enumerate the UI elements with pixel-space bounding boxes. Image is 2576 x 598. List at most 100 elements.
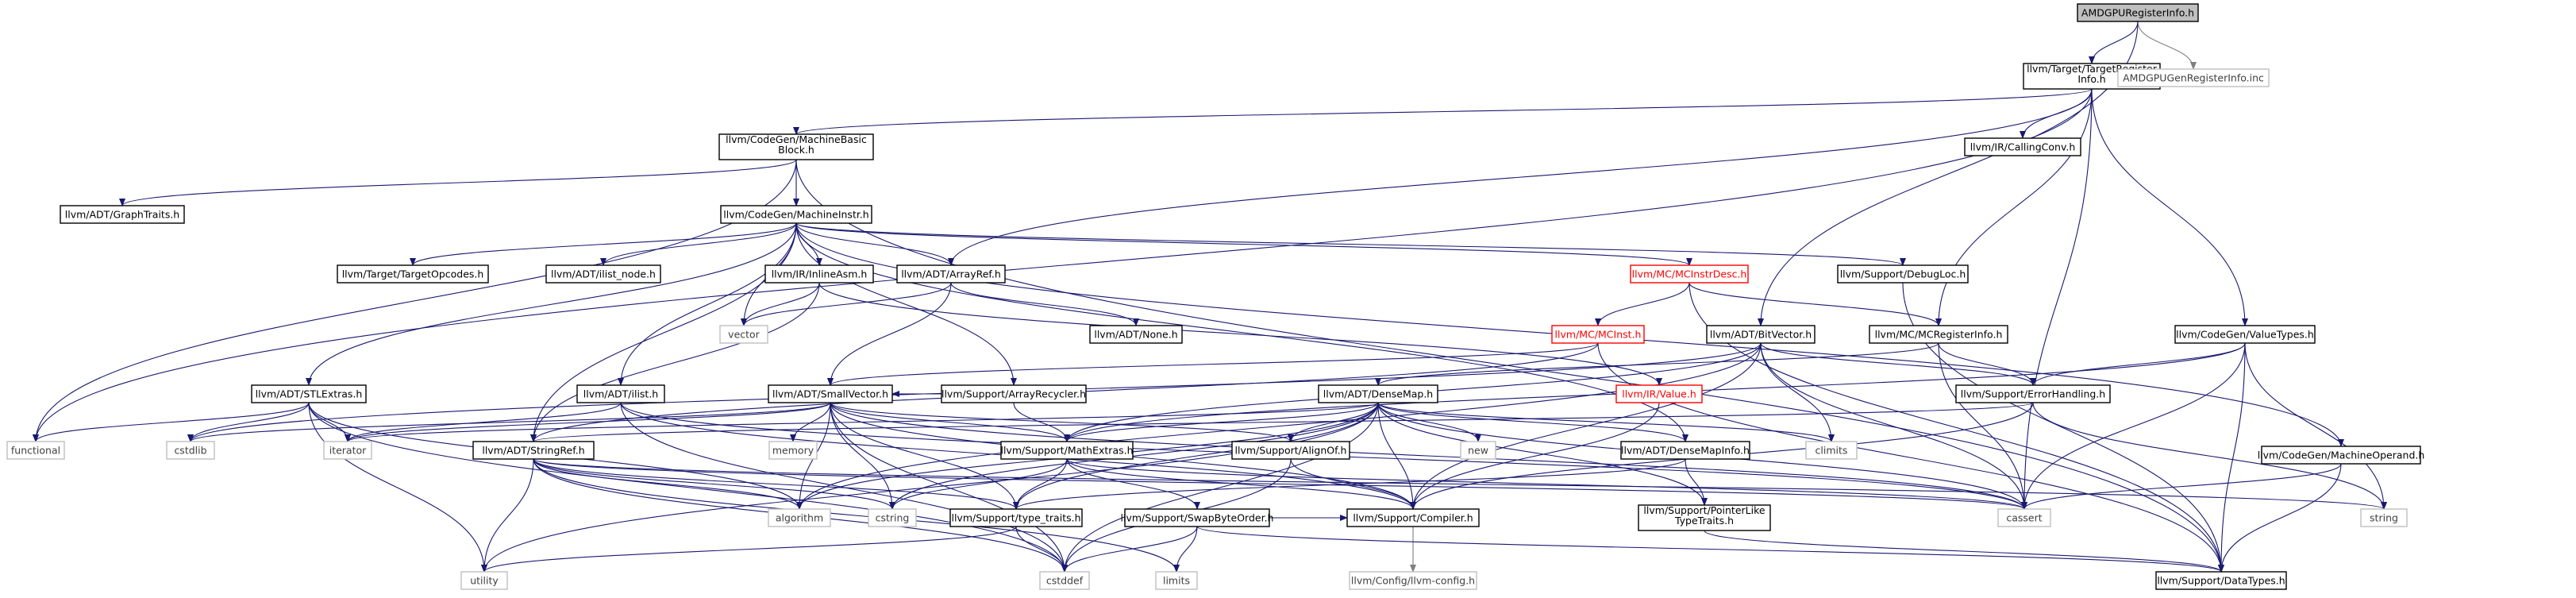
node-label: llvm/Support/Compiler.h bbox=[1353, 512, 1473, 524]
node-box bbox=[2155, 571, 2287, 590]
node-box bbox=[472, 441, 595, 460]
node-box bbox=[1155, 571, 1198, 590]
edge-smallvector-to-mathextras bbox=[830, 402, 1070, 442]
edge-bitvector-to-algorithm bbox=[796, 342, 1762, 510]
node-densemapinfo[interactable]: llvm/ADT/DenseMapInfo.h bbox=[1620, 441, 1750, 460]
node-mcinstrdesc[interactable]: llvm/MC/MCInstrDesc.h bbox=[1630, 264, 1749, 284]
node-label: cassert bbox=[2006, 512, 2042, 524]
node-label: functional bbox=[11, 445, 60, 457]
node-inlineasm[interactable]: llvm/IR/InlineAsm.h bbox=[764, 264, 874, 284]
edge-mcinstrdesc-to-mcreginfo bbox=[1688, 282, 1942, 326]
node-label: llvm/Support/DebugLoc.h bbox=[1840, 268, 1966, 280]
edge-arrayref-to-none bbox=[950, 282, 1139, 326]
node-box bbox=[1349, 571, 1477, 590]
node-box bbox=[1805, 441, 1858, 460]
edge-densemap-to-compiler bbox=[1377, 402, 1416, 510]
node-box bbox=[768, 508, 831, 527]
node-irvalue[interactable]: llvm/IR/Value.h bbox=[1615, 384, 1703, 403]
node-utility: utility bbox=[460, 571, 508, 590]
node-box bbox=[1346, 508, 1480, 527]
node-datatypes[interactable]: llvm/Support/DataTypes.h bbox=[2155, 571, 2287, 590]
node-valuetypes[interactable]: llvm/CodeGen/ValueTypes.h bbox=[2174, 325, 2316, 344]
node-label: llvm/ADT/ilist_node.h bbox=[551, 268, 656, 280]
node-arrayref[interactable]: llvm/ADT/ArrayRef.h bbox=[896, 264, 1006, 284]
node-callconv[interactable]: llvm/IR/CallingConv.h bbox=[1964, 137, 2081, 156]
node-box bbox=[768, 441, 818, 460]
edge-mcinst-to-smallvector bbox=[827, 342, 1599, 386]
node-label: llvm/MC/MCInst.h bbox=[1555, 329, 1642, 341]
node-stringref[interactable]: llvm/ADT/StringRef.h bbox=[472, 441, 595, 460]
node-box bbox=[720, 205, 872, 224]
node-smallvector[interactable]: llvm/ADT/SmallVector.h bbox=[768, 384, 893, 403]
node-mathextras[interactable]: llvm/Support/MathExtras.h bbox=[1000, 441, 1134, 460]
edge-stringref-to-algorithm bbox=[533, 458, 803, 510]
node-minstr[interactable]: llvm/CodeGen/MachineInstr.h bbox=[720, 205, 872, 224]
edge-mathextras-to-compiler bbox=[1066, 458, 1416, 510]
node-box bbox=[460, 571, 508, 590]
edge-stringref-to-cassert bbox=[533, 458, 2027, 510]
edge-mcinstrdesc-to-mcinst bbox=[1595, 282, 1690, 326]
node-box bbox=[576, 384, 665, 403]
edge-densemap-to-iterator bbox=[345, 402, 1379, 442]
node-swapbyte[interactable]: llvm/Support/SwapByteOrder.h bbox=[1121, 508, 1274, 527]
node-label: algorithm bbox=[776, 512, 823, 524]
edge-stringref-to-limits bbox=[533, 458, 1180, 573]
node-none[interactable]: llvm/ADT/None.h bbox=[1089, 325, 1183, 344]
node-mcinst[interactable]: llvm/MC/MCInst.h bbox=[1551, 325, 1645, 344]
node-box bbox=[1551, 325, 1645, 344]
node-label: AMDGPUGenRegisterInfo.inc bbox=[2123, 72, 2264, 84]
node-alignof[interactable]: llvm/Support/AlignOf.h bbox=[1231, 441, 1350, 460]
node-label: Block.h bbox=[778, 144, 814, 156]
node-box bbox=[2174, 325, 2316, 344]
node-stlextras[interactable]: llvm/ADT/STLExtras.h bbox=[251, 384, 367, 403]
node-label: llvm/Support/AlignOf.h bbox=[1235, 445, 1347, 457]
edge-mbb-to-functional bbox=[33, 159, 797, 442]
edge-minstr-to-mcinstrdesc bbox=[795, 222, 1692, 266]
edge-densemap-to-pointerlike bbox=[1377, 402, 1708, 506]
edge-ilist-to-iterator bbox=[345, 402, 622, 442]
edge-minstr-to-ilist bbox=[618, 222, 797, 386]
node-ilist[interactable]: llvm/ADT/ilist.h bbox=[576, 384, 665, 403]
edge-mathextras-to-cstring bbox=[889, 458, 1068, 510]
node-debugloc[interactable]: llvm/Support/DebugLoc.h bbox=[1837, 264, 1969, 284]
edge-mcreginfo-to-errorhandling bbox=[1938, 342, 2036, 386]
node-box bbox=[1964, 137, 2081, 156]
node-box bbox=[1630, 264, 1749, 284]
node-label: llvm/MC/MCInstrDesc.h bbox=[1632, 268, 1747, 280]
node-errorhandling[interactable]: llvm/Support/ErrorHandling.h bbox=[1955, 384, 2111, 403]
edge-stlextras-to-iterator bbox=[308, 402, 351, 442]
node-ilistnode[interactable]: llvm/ADT/ilist_node.h bbox=[545, 264, 661, 284]
edge-densemap-to-mathextras bbox=[1064, 402, 1379, 442]
edge-stringref-to-typetraits bbox=[533, 458, 1019, 510]
node-box bbox=[6, 441, 65, 460]
node-label: cstddef bbox=[1046, 575, 1084, 587]
edge-moperand-to-cassert bbox=[2021, 463, 2342, 510]
node-bitvector[interactable]: llvm/ADT/BitVector.h bbox=[1706, 325, 1816, 344]
edge-mathextras-to-swapbyte bbox=[1066, 458, 1200, 510]
edge-stlextras-to-functional bbox=[33, 402, 310, 442]
node-densemap[interactable]: llvm/ADT/DenseMap.h bbox=[1318, 384, 1438, 403]
node-climits: climits bbox=[1805, 441, 1858, 460]
node-mcreginfo[interactable]: llvm/MC/MCRegisterInfo.h bbox=[1869, 325, 2008, 344]
node-compiler[interactable]: llvm/Support/Compiler.h bbox=[1346, 508, 1480, 527]
node-arrayrecycler[interactable]: llvm/Support/ArrayRecycler.h bbox=[941, 384, 1087, 403]
node-root: AMDGPURegisterInfo.h bbox=[2077, 3, 2199, 22]
node-label: llvm/Support/ArrayRecycler.h bbox=[941, 388, 1086, 400]
node-label: cstring bbox=[876, 512, 910, 524]
edge-densemap-to-climits bbox=[1377, 402, 1835, 442]
node-graphtraits[interactable]: llvm/ADT/GraphTraits.h bbox=[60, 205, 185, 224]
node-label: llvm/IR/CallingConv.h bbox=[1970, 141, 2076, 153]
node-label: llvm/MC/MCRegisterInfo.h bbox=[1875, 329, 2003, 341]
node-targetop[interactable]: llvm/Target/TargetOpcodes.h bbox=[337, 264, 489, 284]
node-typetraits[interactable]: llvm/Support/type_traits.h bbox=[949, 508, 1083, 527]
node-label: llvm/ADT/DenseMapInfo.h bbox=[1621, 445, 1750, 457]
node-moperand[interactable]: llvm/CodeGen/MachineOperand.h bbox=[2258, 446, 2425, 465]
edge-stringref-to-string bbox=[533, 458, 2387, 510]
edge-smallvector-to-memory bbox=[790, 402, 831, 442]
node-box bbox=[896, 264, 1006, 284]
node-label: llvm/Support/SwapByteOrder.h bbox=[1121, 512, 1274, 524]
node-box bbox=[2261, 446, 2421, 465]
